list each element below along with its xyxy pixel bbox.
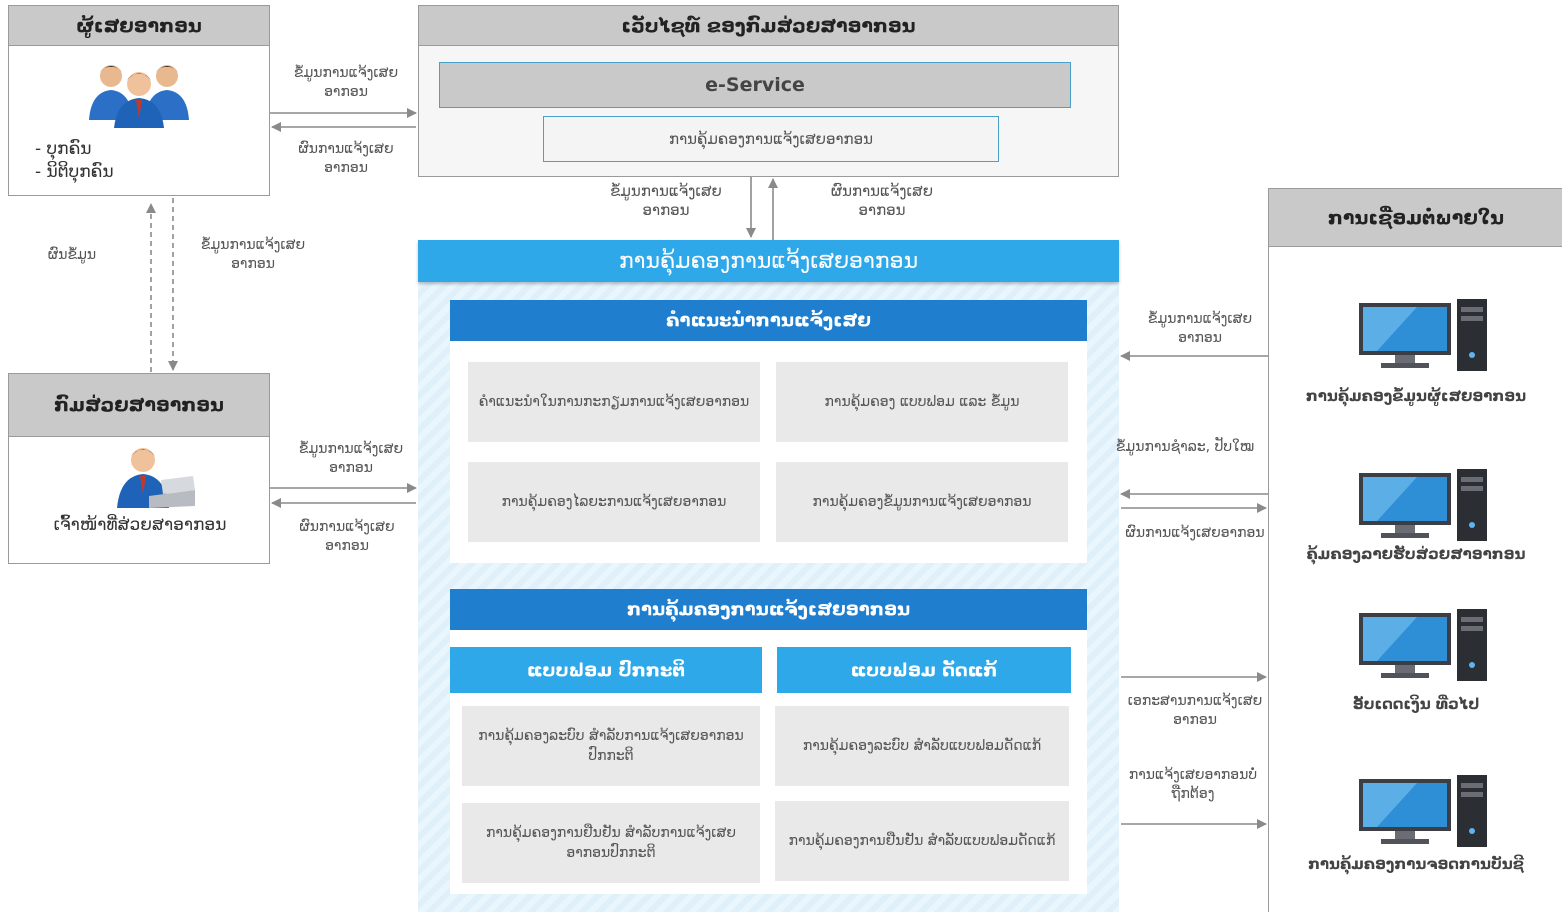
officer-label: ເຈົ້າໜ້າທີ່ສ່ວຍສາອາກອນ <box>53 515 227 535</box>
users-group-icon <box>89 65 189 128</box>
flow-label: ຜົນຂໍ້ມູນ <box>47 247 97 263</box>
filing-section-title: ການຄຸ້ມຄອງການແຈ້ງເສຍອາກອນ <box>450 589 1087 630</box>
computer-icon <box>1359 469 1487 541</box>
flow-label: ເອກະສານການແຈ້ງເສຍອາກອນ <box>1127 693 1263 728</box>
flow-label: ຂໍ້ມູນການແຈ້ງເສຍອາກອນ <box>1147 311 1253 346</box>
website-title: ເວັບໄຊທ໌ ຂອງກົມສ່ວຍສາອາກອນ <box>419 6 1118 46</box>
computer-icon <box>1359 299 1487 371</box>
flow-label: ຜົນການແຈ້ງເສຍອາກອນ <box>1125 525 1265 541</box>
flow-label: ການແຈ້ງເສຍອາກອນບໍ່ຖືກຕ້ອງ <box>1128 767 1258 802</box>
guidance-section: ຄຳແນະນຳການແຈ້ງເສຍ ຄຳແນະນຳໃນການກະກຽມການແຈ… <box>450 300 1087 563</box>
computer-icon <box>1359 609 1487 681</box>
website-panel: ເວັບໄຊທ໌ ຂອງກົມສ່ວຍສາອາກອນ e-Service ການ… <box>418 5 1119 177</box>
flow-label: ຂໍ້ມູນການແຈ້ງເສຍອາກອນ <box>200 237 306 272</box>
eservice-management-box: ການຄຸ້ມຄອງການແຈ້ງເສຍອາກອນ <box>543 116 999 162</box>
revised-form-header: ແບບຟອມ ດັດແກ້ <box>777 647 1071 693</box>
filing-box: ການຄຸ້ມຄອງລະບົບ ສຳລັບແບບຟອມດັດແກ້ <box>775 706 1069 786</box>
filing-box: ການຄຸ້ມຄອງລະບົບ ສຳລັບການແຈ້ງເສຍອາກອນປົກກ… <box>462 706 760 786</box>
main-system-area: ການຄຸ້ມຄອງການແຈ້ງເສຍອາກອນ ຄຳແນະນຳການແຈ້ງ… <box>418 240 1119 912</box>
taxpayer-type-item: - ບຸກຄົນ <box>35 139 92 159</box>
guidance-box: ຄຳແນະນຳໃນການກະກຽມການແຈ້ງເສຍອາກອນ <box>468 362 760 442</box>
guidance-box: ການຄຸ້ມຄອງ ແບບຟອມ ແລະ ຂໍ້ມູນ <box>776 362 1068 442</box>
system-label: ຄຸ້ມຄອງລາຍຮັບສ່ວຍສາອາກອນ <box>1306 545 1526 563</box>
normal-form-header: ແບບຟອມ ປົກກະຕິ <box>450 647 762 693</box>
eservice-bar: e-Service <box>439 62 1071 108</box>
system-label: ການຄຸ້ມຄອງຂໍ້ມູນຜູ້ເສຍອາກອນ <box>1305 387 1527 405</box>
system-label: ການຄຸ້ມຄອງການຈອດການບັນຊີ <box>1308 855 1524 873</box>
computer-icon <box>1359 775 1487 847</box>
flow-label: ຜົນການແຈ້ງເສຍອາກອນ <box>830 182 934 219</box>
officer-computer-icon <box>117 448 195 508</box>
external-title: ການເຊື່ອມຕໍ່ພາຍໃນ <box>1269 189 1562 247</box>
filing-box: ການຄຸ້ມຄອງການຢືນຢັນ ສຳລັບການແຈ້ງເສຍອາກອນ… <box>462 803 760 883</box>
flow-label: ຜົນການແຈ້ງເສຍອາກອນ <box>298 141 394 176</box>
taxpayer-title: ຜູ້ເສຍອາກອນ <box>9 6 269 46</box>
tax-unit-title: ກົມສ່ວຍສາອາກອນ <box>9 374 269 437</box>
taxpayer-type-list: - ບຸກຄົນ - ນິຕິບຸກຄົນ <box>35 138 114 184</box>
main-banner: ການຄຸ້ມຄອງການແຈ້ງເສຍອາກອນ <box>418 240 1119 282</box>
filing-box: ການຄຸ້ມຄອງການຢືນຢັນ ສຳລັບແບບຟອມດັດແກ້ <box>775 801 1069 881</box>
guidance-section-title: ຄຳແນະນຳການແຈ້ງເສຍ <box>450 300 1087 341</box>
flow-label: ຂໍ້ມູນການແຈ້ງເສຍອາກອນ <box>293 65 399 100</box>
guidance-box: ການຄຸ້ມຄອງໄລຍະການແຈ້ງເສຍອາກອນ <box>468 462 760 542</box>
filing-section: ການຄຸ້ມຄອງການແຈ້ງເສຍອາກອນ ແບບຟອມ ປົກກະຕິ… <box>450 589 1087 894</box>
flow-label: ຜົນການແຈ້ງເສຍອາກອນ <box>299 519 395 554</box>
flow-label: ຂໍ້ມູນການແຈ້ງເສຍອາກອນ <box>610 182 722 219</box>
flow-label: ຂໍ້ມູນການຊຳລະ, ປັບໃໝ <box>1115 439 1255 455</box>
taxpayer-type-item: - ນິຕິບຸກຄົນ <box>35 162 114 182</box>
taxpayer-panel: ຜູ້ເສຍອາກອນ - ບຸກຄົນ - ນິຕິບຸກຄົນ <box>8 5 270 196</box>
flow-label: ຂໍ້ມູນການແຈ້ງເສຍອາກອນ <box>298 441 404 476</box>
system-label: ອັບເດດເງິນ ທີ່ວໄປ <box>1352 695 1480 713</box>
tax-unit-panel: ກົມສ່ວຍສາອາກອນ ເຈົ້າໜ້າທີ່ສ່ວຍສາອາກອນ <box>8 373 270 564</box>
guidance-box: ການຄຸ້ມຄອງຂໍ້ມູນການແຈ້ງເສຍອາກອນ <box>776 462 1068 542</box>
external-panel: ການເຊື່ອມຕໍ່ພາຍໃນ ການຄຸ້ມຄອງຂໍ້ມູນຜູ້ເສຍ… <box>1268 188 1562 912</box>
